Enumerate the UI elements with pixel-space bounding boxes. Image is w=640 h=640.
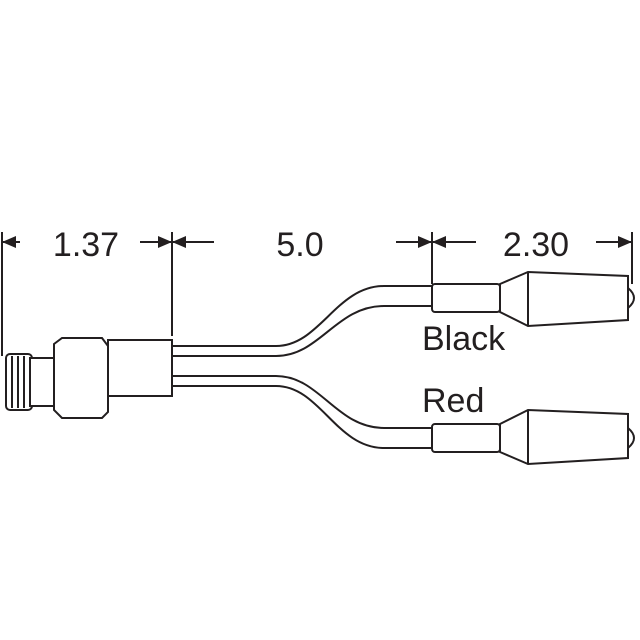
dimension-connector-length: 1.37 [53,226,119,264]
bnc-connector [5,337,173,419]
dimension-arrows [2,236,632,248]
dimension-clip-length: 2.30 [503,226,569,264]
red-cable [172,375,432,449]
red-clip [431,408,635,466]
black-cable [172,285,432,357]
wire-label-black: Black [422,320,506,358]
wire-label-red: Red [422,382,484,420]
black-clip [431,270,635,328]
dimension-cable-length: 5.0 [276,226,323,264]
extension-lines [1,232,633,356]
